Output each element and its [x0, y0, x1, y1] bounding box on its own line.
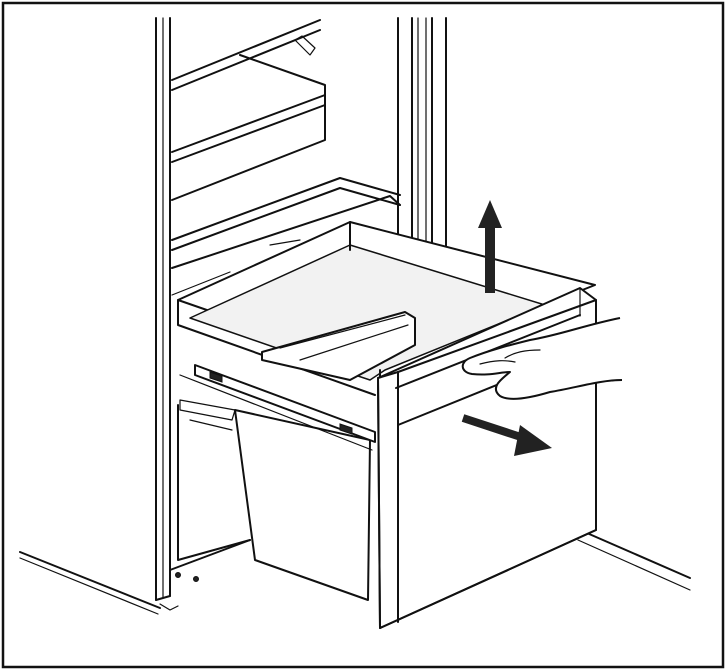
- arrow-up-icon: [478, 200, 502, 293]
- lower-bin: [177, 399, 371, 601]
- arrow-pull-out-icon: [461, 414, 552, 456]
- fridge-shelves: [171, 19, 401, 296]
- floor: [19, 529, 691, 615]
- fridge-cabinet: [155, 17, 251, 611]
- hand-icon: [461, 317, 623, 400]
